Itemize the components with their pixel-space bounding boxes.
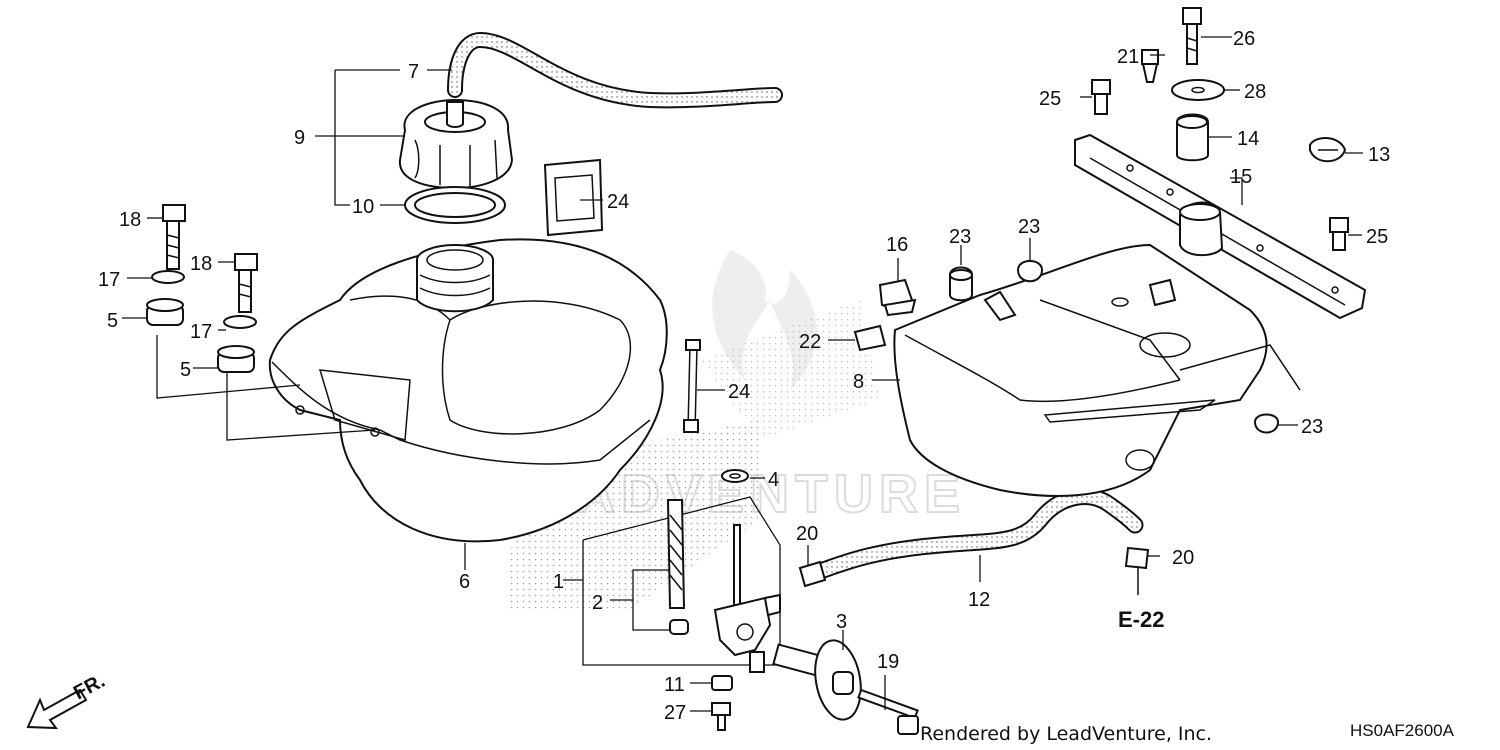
callout-1: 1 <box>553 571 564 593</box>
cover-clips <box>853 260 1280 434</box>
callout-14: 14 <box>1237 128 1259 150</box>
leader-lines <box>122 36 1363 712</box>
callout-16: 16 <box>886 234 908 256</box>
callout-21: 21 <box>1117 46 1139 68</box>
callout-5b: 5 <box>180 359 191 381</box>
callout-19: 19 <box>877 651 899 673</box>
callout-11: 11 <box>664 674 685 696</box>
fuel-line <box>798 488 1150 595</box>
callout-15: 15 <box>1230 166 1252 188</box>
credit-text: Rendered by LeadVenture, Inc. <box>920 723 1212 745</box>
front-arrow-icon <box>26 688 88 730</box>
callout-27: 27 <box>664 702 686 724</box>
section-reference: E-22 <box>1118 607 1164 632</box>
callout-7: 7 <box>408 61 419 83</box>
tank-strap <box>683 339 701 433</box>
breather-hose <box>447 31 783 109</box>
callout-4: 4 <box>768 469 779 491</box>
callout-18b: 18 <box>190 253 212 275</box>
callout-20b: 20 <box>1172 547 1194 569</box>
mount-bolts-left <box>146 204 258 373</box>
mount-lines <box>156 335 376 441</box>
callout-23c: 23 <box>1301 416 1323 438</box>
valve-lever <box>711 639 919 735</box>
mount-bracket <box>1074 133 1367 320</box>
callout-22: 22 <box>799 331 821 353</box>
callout-20a: 20 <box>796 523 818 545</box>
callout-10: 10 <box>352 196 374 218</box>
callout-17b: 17 <box>190 321 212 343</box>
rubber-strap <box>543 158 604 237</box>
fuel-tank <box>268 238 668 543</box>
callouts: 1 2 3 4 5 5 6 7 8 9 10 11 12 13 14 15 16… <box>98 28 1390 724</box>
fuel-cap <box>398 98 514 224</box>
callout-23b: 23 <box>1018 216 1040 238</box>
callout-24a: 24 <box>607 191 629 213</box>
callout-25a: 25 <box>1039 88 1061 110</box>
callout-17a: 17 <box>98 269 120 291</box>
callout-12: 12 <box>968 589 990 611</box>
fuel-valve <box>582 469 781 673</box>
callout-23a: 23 <box>949 226 971 248</box>
callout-26: 26 <box>1233 28 1255 50</box>
callout-2: 2 <box>592 592 603 614</box>
callout-9: 9 <box>294 127 305 149</box>
diagram-code: HS0AF2600A <box>1350 721 1455 740</box>
tank-cover <box>893 243 1301 497</box>
callout-25b: 25 <box>1366 226 1388 248</box>
callout-18a: 18 <box>119 209 141 231</box>
callout-24b: 24 <box>728 381 750 403</box>
callout-13: 13 <box>1368 144 1390 166</box>
callout-3: 3 <box>836 611 847 633</box>
callout-28: 28 <box>1244 81 1266 103</box>
callout-6: 6 <box>459 571 470 593</box>
callout-5a: 5 <box>107 310 118 332</box>
callout-8: 8 <box>853 371 864 393</box>
